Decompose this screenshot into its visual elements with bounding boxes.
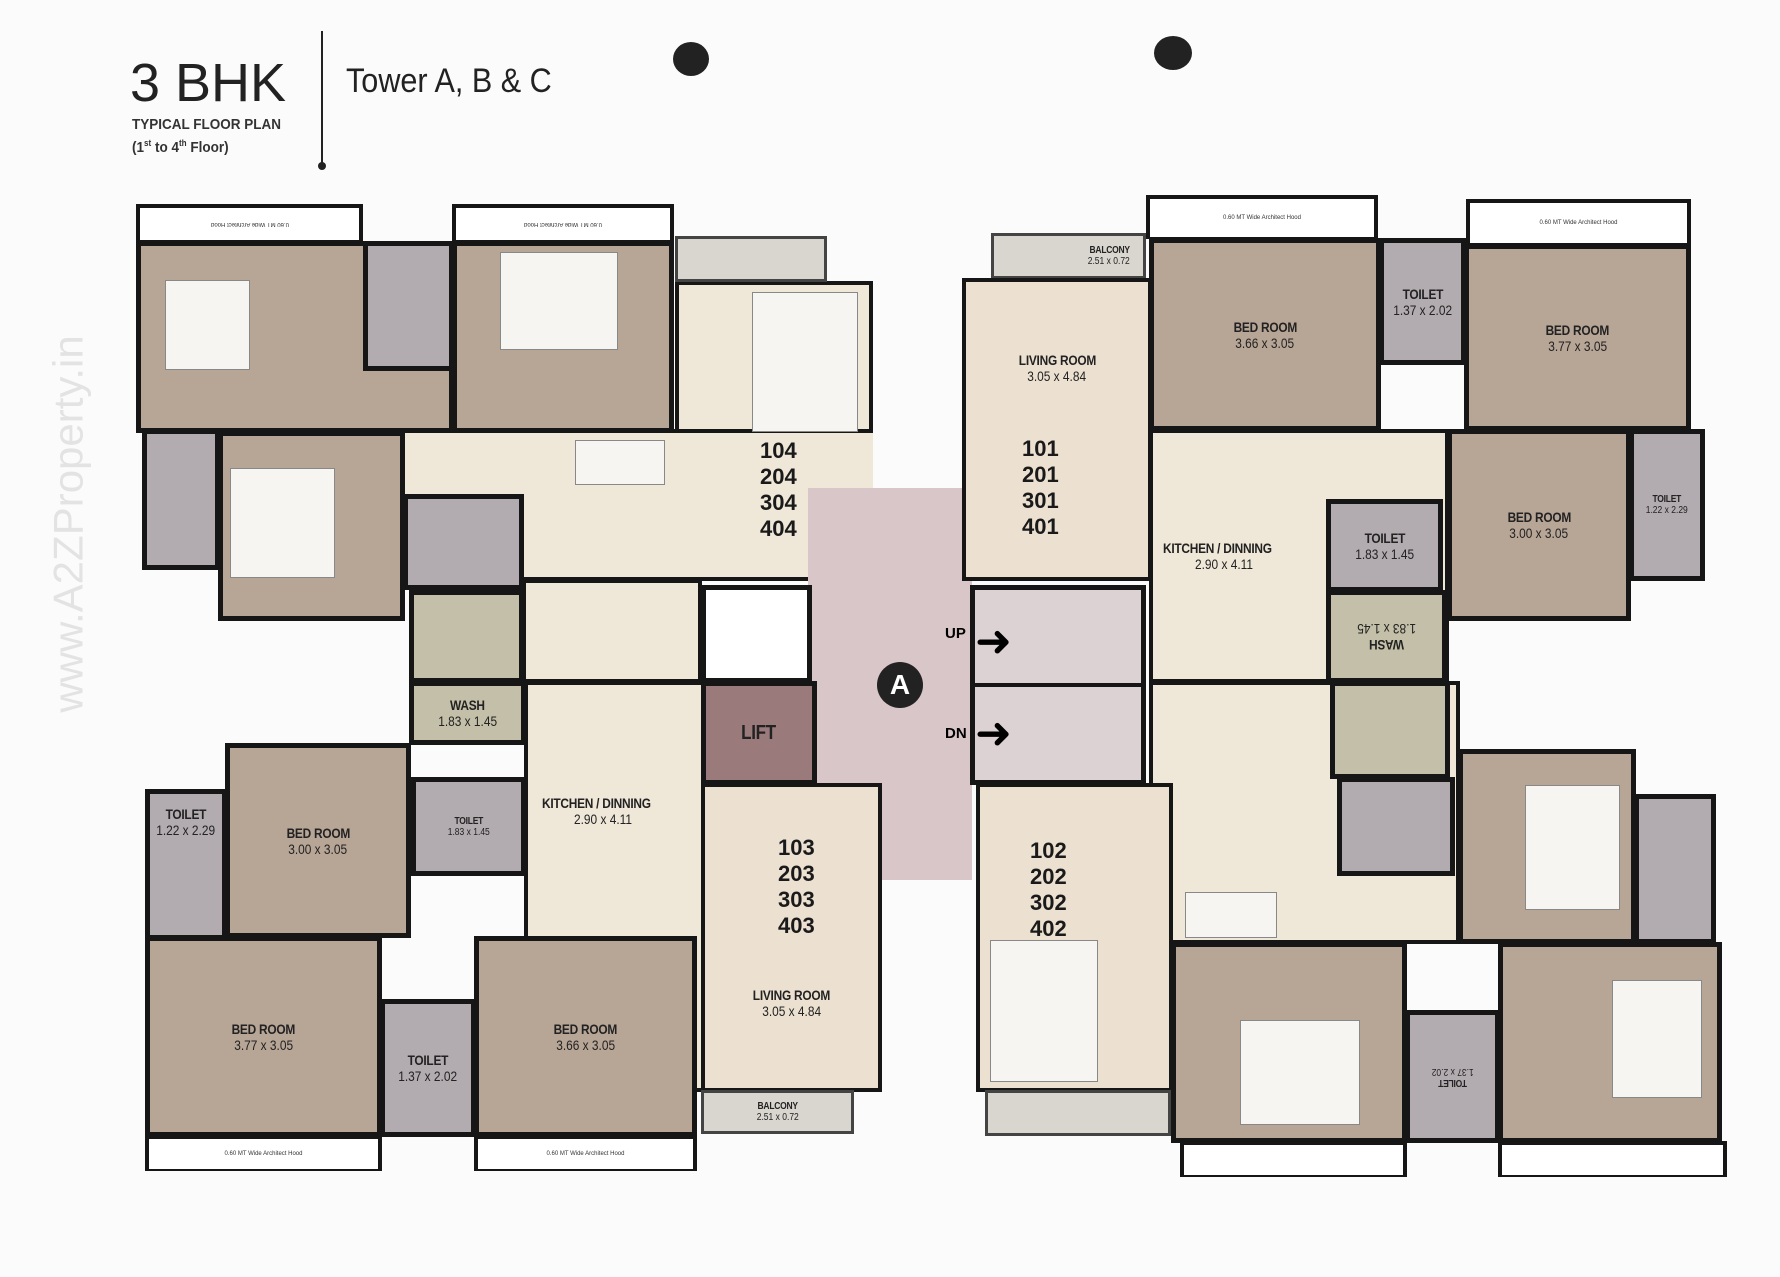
core-marker: A xyxy=(877,662,923,708)
hood-label: 0.60 MT Wide Architect Hood xyxy=(1539,220,1618,226)
sofa-furniture xyxy=(752,292,858,432)
header-divider xyxy=(321,31,323,164)
lift: LIFT xyxy=(701,681,817,785)
hood-label: 0.60 MT Wide Architect Hood xyxy=(546,1151,625,1157)
architect-hood: 0.60 MT Wide Architect Hood xyxy=(474,1135,697,1171)
hood-label: 0.60 MT Wide Architect Hood xyxy=(224,1151,303,1157)
hood-label: 0.60 MT Wide Architect Hood xyxy=(210,221,289,227)
hood-label: 0.60 MT Wide Architect Hood xyxy=(1223,215,1301,221)
bed-furniture xyxy=(165,280,250,370)
staircase-landing-divider xyxy=(975,683,1143,687)
bed-furniture xyxy=(230,468,335,578)
bed-furniture xyxy=(1240,1020,1360,1125)
up-label: UP xyxy=(945,625,966,642)
bed-furniture xyxy=(1525,785,1620,910)
architect-hood: 0.60 MT Wide Architect Hood xyxy=(1146,195,1378,239)
architect-hood xyxy=(1180,1141,1407,1177)
dining-table xyxy=(575,440,665,485)
bed-furniture xyxy=(1612,980,1702,1098)
up-arrow-icon: ➜ xyxy=(975,617,1012,666)
architect-hood: 0.60 MT Wide Architect Hood xyxy=(136,204,363,242)
plan-title: 3 BHK xyxy=(130,53,287,113)
unit-104-kitchen xyxy=(522,579,702,683)
architect-hood: 0.60 MT Wide Architect Hood xyxy=(1466,199,1691,245)
hood-label: 0.60 MT Wide Architect Hood xyxy=(524,221,602,227)
watermark: www.A2ZProperty.in xyxy=(44,335,92,713)
unit-102-passage xyxy=(1330,681,1450,779)
unit-102-balcony xyxy=(985,1090,1171,1136)
down-arrow-icon: ➜ xyxy=(975,709,1012,758)
unit-104-toilet xyxy=(363,241,454,371)
unit-104-toilet xyxy=(403,494,524,590)
unit-102-toilet xyxy=(1337,777,1455,876)
header-divider-dot xyxy=(318,162,326,170)
dining-table xyxy=(1185,892,1277,938)
unit-104-toilet xyxy=(142,429,220,570)
architect-hood xyxy=(1498,1141,1727,1177)
unit-104-wash xyxy=(409,590,524,683)
unit-102-toilet xyxy=(1634,794,1716,944)
pin-icon xyxy=(1154,36,1192,70)
sofa-furniture xyxy=(990,940,1098,1082)
architect-hood: 0.60 MT Wide Architect Hood xyxy=(145,1135,382,1171)
unit-104-balcony xyxy=(675,236,827,282)
architect-hood: 0.60 MT Wide Architect Hood xyxy=(452,204,674,242)
lift-label: LIFT xyxy=(741,721,777,744)
plan-floors: (1st to 4th Floor) xyxy=(132,138,229,156)
tower-label: Tower A, B & C xyxy=(346,62,552,100)
dn-label: DN xyxy=(945,725,967,742)
shaft xyxy=(701,585,812,683)
pin-icon xyxy=(673,42,709,76)
bed-furniture xyxy=(500,252,618,350)
plan-subtitle: TYPICAL FLOOR PLAN xyxy=(132,116,282,133)
